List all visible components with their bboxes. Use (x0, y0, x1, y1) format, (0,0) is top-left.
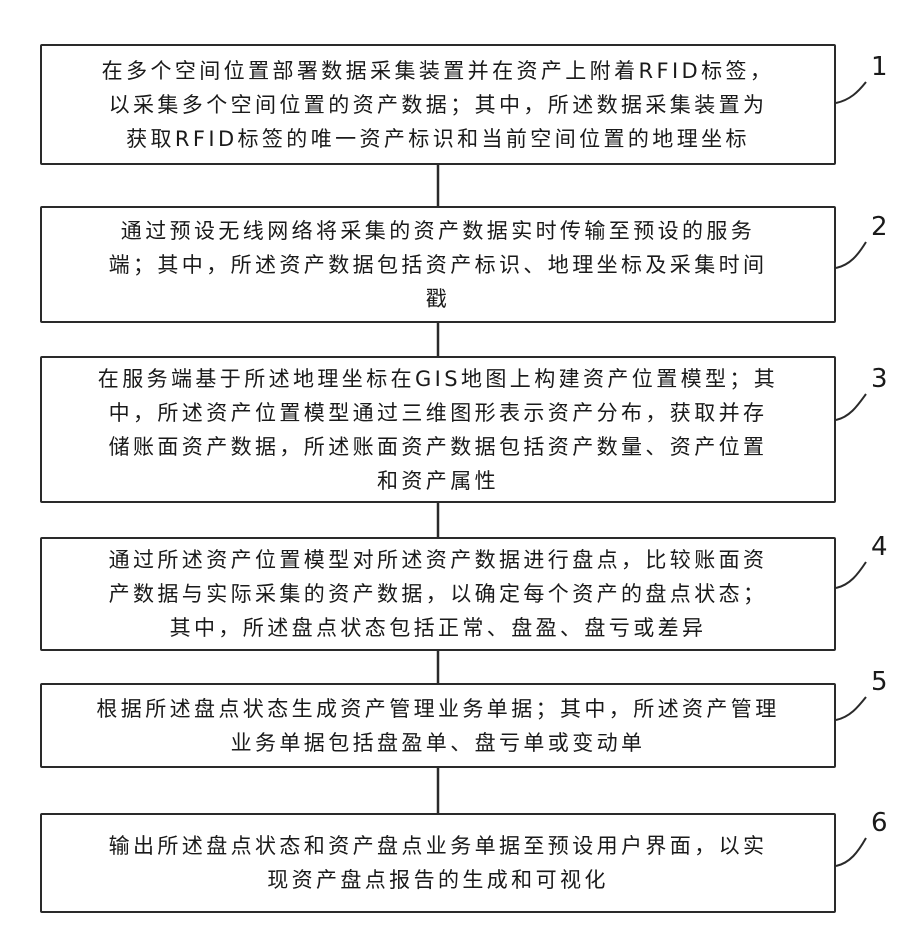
step-box-1: 在多个空间位置部署数据采集装置并在资产上附着RFID标签， 以采集多个空间位置的… (40, 44, 836, 165)
step-3-line: 中，所述资产位置模型通过三维图形表示资产分布，获取并存 (64, 396, 812, 430)
leader-5 (836, 697, 866, 720)
step-4-text: 通过所述资产位置模型对所述资产数据进行盘点，比较账面资 产数据与实际采集的资产数… (64, 543, 812, 645)
step-1-line: 以采集多个空间位置的资产数据；其中，所述数据采集装置为 (64, 88, 812, 122)
step-2-line: 戳 (64, 282, 812, 316)
step-2-line: 端；其中，所述资产数据包括资产标识、地理坐标及采集时间 (64, 248, 812, 282)
step-number-1: 1 (871, 52, 888, 82)
step-1-text: 在多个空间位置部署数据采集装置并在资产上附着RFID标签， 以采集多个空间位置的… (64, 54, 812, 156)
step-box-5: 根据所述盘点状态生成资产管理业务单据；其中，所述资产管理 业务单据包括盘盈单、盘… (40, 683, 836, 768)
step-number-4: 4 (871, 532, 888, 562)
step-5-line: 业务单据包括盘盈单、盘亏单或变动单 (64, 726, 812, 760)
step-box-2: 通过预设无线网络将采集的资产数据实时传输至预设的服务 端；其中，所述资产数据包括… (40, 206, 836, 323)
step-2-line: 通过预设无线网络将采集的资产数据实时传输至预设的服务 (64, 214, 812, 248)
step-3-line: 在服务端基于所述地理坐标在GIS地图上构建资产位置模型；其 (64, 362, 812, 396)
step-1-line: 在多个空间位置部署数据采集装置并在资产上附着RFID标签， (64, 54, 812, 88)
step-4-line: 其中，所述盘点状态包括正常、盘盈、盘亏或差异 (64, 611, 812, 645)
step-1-line: 获取RFID标签的唯一资产标识和当前空间位置的地理坐标 (64, 122, 812, 156)
step-4-line: 通过所述资产位置模型对所述资产数据进行盘点，比较账面资 (64, 543, 812, 577)
step-number-2: 2 (871, 212, 888, 242)
leader-6 (836, 838, 866, 866)
step-6-line: 现资产盘点报告的生成和可视化 (64, 863, 812, 897)
leader-3 (836, 394, 866, 420)
step-3-line: 储账面资产数据，所述账面资产数据包括资产数量、资产位置 (64, 430, 812, 464)
leader-2 (836, 242, 866, 268)
step-6-text: 输出所述盘点状态和资产盘点业务单据至预设用户界面，以实 现资产盘点报告的生成和可… (64, 829, 812, 897)
step-5-text: 根据所述盘点状态生成资产管理业务单据；其中，所述资产管理 业务单据包括盘盈单、盘… (64, 692, 812, 760)
step-number-3: 3 (871, 364, 888, 394)
step-4-line: 产数据与实际采集的资产数据，以确定每个资产的盘点状态； (64, 577, 812, 611)
step-box-6: 输出所述盘点状态和资产盘点业务单据至预设用户界面，以实 现资产盘点报告的生成和可… (40, 813, 836, 913)
step-box-3: 在服务端基于所述地理坐标在GIS地图上构建资产位置模型；其 中，所述资产位置模型… (40, 356, 836, 503)
step-number-5: 5 (871, 667, 888, 697)
step-3-line: 和资产属性 (64, 464, 812, 498)
step-2-text: 通过预设无线网络将采集的资产数据实时传输至预设的服务 端；其中，所述资产数据包括… (64, 214, 812, 316)
leader-1 (836, 82, 866, 103)
step-5-line: 根据所述盘点状态生成资产管理业务单据；其中，所述资产管理 (64, 692, 812, 726)
step-6-line: 输出所述盘点状态和资产盘点业务单据至预设用户界面，以实 (64, 829, 812, 863)
step-box-4: 通过所述资产位置模型对所述资产数据进行盘点，比较账面资 产数据与实际采集的资产数… (40, 537, 836, 651)
step-number-6: 6 (871, 808, 888, 838)
step-3-text: 在服务端基于所述地理坐标在GIS地图上构建资产位置模型；其 中，所述资产位置模型… (64, 362, 812, 498)
leader-4 (836, 562, 866, 588)
